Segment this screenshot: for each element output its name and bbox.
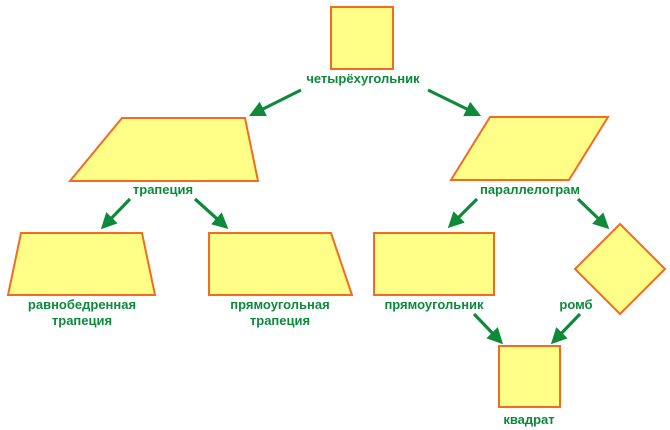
trapezoid-shape	[67, 117, 260, 182]
label-isosceles-trapezoid-line1: равнобедренная	[27, 297, 137, 312]
quadrilateral-shape	[330, 6, 394, 70]
square-shape	[498, 345, 561, 408]
label-right-trapezoid-line1: прямоугольная	[230, 297, 330, 312]
edge-parallelogram-rectangle	[447, 197, 479, 229]
rectangle-shape	[373, 232, 495, 296]
edge-rectangle-square	[472, 312, 504, 345]
label-quadrilateral: четырёхугольник	[306, 71, 420, 86]
label-right-trapezoid: прямоугольная трапеция	[220, 297, 340, 329]
label-isosceles-trapezoid: равнобедренная трапеция	[20, 297, 144, 329]
label-right-trapezoid-line2: трапеция	[249, 313, 311, 328]
label-parallelogram: параллелограм	[479, 182, 581, 197]
label-trapezoid: трапеция	[132, 182, 194, 197]
edge-trapezoid-isosceles	[100, 197, 132, 230]
label-rectangle: прямоугольник	[384, 297, 484, 312]
label-isosceles-trapezoid-line2: трапеция	[51, 313, 113, 328]
isosceles-trapezoid-shape	[6, 232, 157, 296]
edge-trapezoid-right	[193, 197, 229, 229]
edge-quadrilateral-trapezoid	[248, 88, 302, 117]
label-rhombus: ромб	[559, 297, 593, 312]
rhombus-shape	[573, 222, 667, 316]
right-trapezoid-shape	[208, 232, 354, 296]
edge-rhombus-square	[550, 312, 582, 345]
parallelogram-shape	[449, 116, 610, 181]
label-square: квадрат	[503, 412, 555, 427]
edge-parallelogram-rhombus	[576, 197, 610, 230]
edge-quadrilateral-parallelogram	[427, 88, 482, 117]
